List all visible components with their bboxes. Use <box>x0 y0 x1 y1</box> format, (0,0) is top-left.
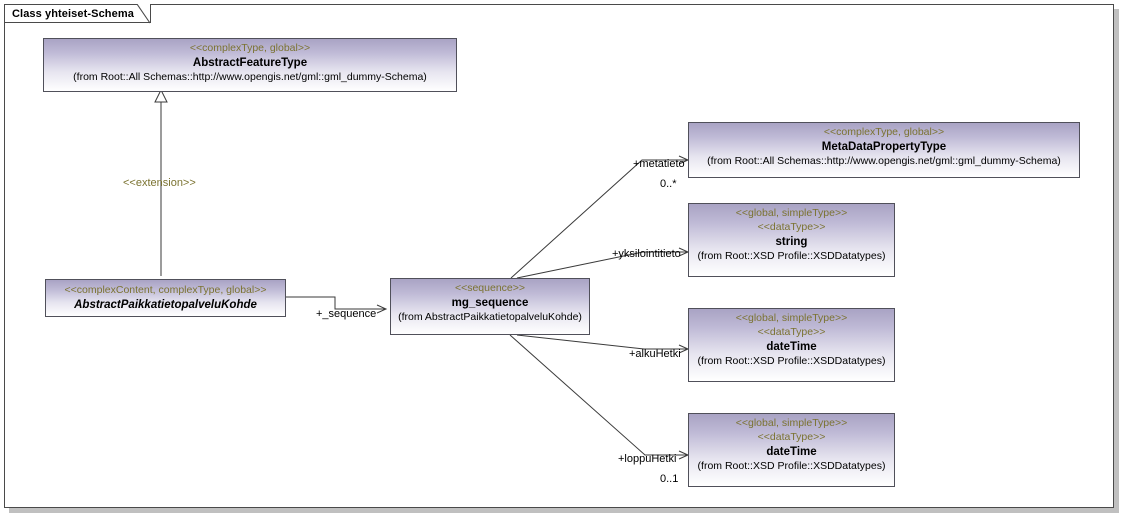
class-name: string <box>775 235 808 248</box>
class-stereotype: <<sequence>> <box>454 282 526 294</box>
class-stereotype-datatype: <<dataType>> <box>757 325 826 338</box>
class-namespace: (from Root::All Schemas::http://www.open… <box>73 71 427 84</box>
diagram-title-label: Class yhteiset-Schema <box>12 7 134 20</box>
class-name: dateTime <box>766 445 817 458</box>
class-namespace: (from Root::XSD Profile::XSDDatatypes) <box>697 459 886 472</box>
class-box-string[interactable]: <<global, simpleType>> <<dataType>> stri… <box>688 203 895 277</box>
class-namespace: (from Root::XSD Profile::XSDDatatypes) <box>697 354 886 367</box>
tab-slant-decoration <box>136 4 151 24</box>
class-stereotype-datatype: <<dataType>> <box>757 430 826 443</box>
association-alkuhetki <box>516 334 690 354</box>
class-box-metadatapropertytype[interactable]: <<complexType, global>> MetaDataProperty… <box>688 122 1080 178</box>
class-stereotype: <<complexType, global>> <box>823 126 945 138</box>
class-stereotype: <<complexType, global>> <box>189 42 311 54</box>
class-name: mg_sequence <box>451 296 529 309</box>
class-name: MetaDataPropertyType <box>821 140 947 153</box>
class-diagram-frame: Class yhteiset-Schema <box>4 4 1114 508</box>
class-stereotype-datatype: <<dataType>> <box>757 220 826 233</box>
connector-label-alkuhetki: +alkuHetki <box>629 348 681 360</box>
class-box-datetime-loppuhetki[interactable]: <<global, simpleType>> <<dataType>> date… <box>688 413 895 487</box>
class-stereotype: <<global, simpleType>> <box>735 417 848 429</box>
connector-multiplicity-loppuhetki: 0..1 <box>660 473 679 485</box>
class-namespace: (from AbstractPaikkatietopalveluKohde) <box>398 311 582 324</box>
class-stereotype: <<complexContent, complexType, global>> <box>64 284 267 296</box>
connector-label-extension: <<extension>> <box>123 177 196 189</box>
diagram-title-tab: Class yhteiset-Schema <box>5 4 151 24</box>
class-box-abstractpaikkatietopalvelukohde[interactable]: <<complexContent, complexType, global>> … <box>45 279 286 317</box>
class-namespace: (from Root::XSD Profile::XSDDatatypes) <box>697 249 886 262</box>
class-box-abstractfeaturetype[interactable]: <<complexType, global>> AbstractFeatureT… <box>43 38 457 92</box>
connector-label-metatieto: +metatieto <box>633 158 685 170</box>
class-stereotype: <<global, simpleType>> <box>735 312 848 324</box>
class-name: AbstractFeatureType <box>192 56 308 69</box>
diagram-title-tab-box: Class yhteiset-Schema <box>5 4 151 24</box>
class-stereotype: <<global, simpleType>> <box>735 207 848 219</box>
class-name: dateTime <box>766 340 817 353</box>
connector-label-yksilointitieto: +yksilointitieto <box>612 248 681 260</box>
connector-multiplicity-metatieto: 0..* <box>660 178 677 190</box>
class-namespace: (from Root::All Schemas::http://www.open… <box>707 155 1061 168</box>
class-name: AbstractPaikkatietopalveluKohde <box>74 298 257 311</box>
class-box-mg-sequence[interactable]: <<sequence>> mg_sequence (from AbstractP… <box>390 278 590 335</box>
connector-label-sequence: +_sequence <box>316 308 377 320</box>
class-box-datetime-alkuhetki[interactable]: <<global, simpleType>> <<dataType>> date… <box>688 308 895 382</box>
connector-label-loppuhetki: +loppuHetki <box>618 453 677 465</box>
